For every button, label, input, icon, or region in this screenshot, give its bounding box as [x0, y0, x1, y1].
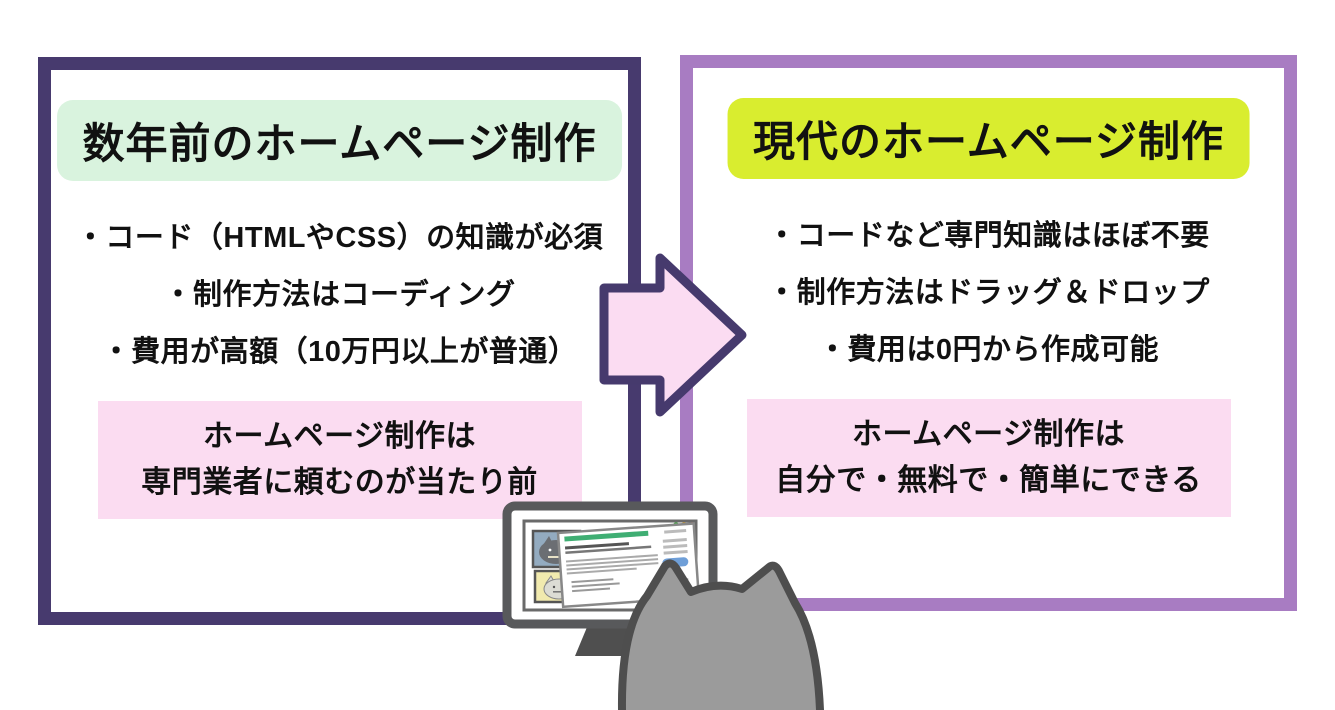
- bullet-item: ・制作方法はコーディング: [163, 279, 516, 311]
- conclusion-line: ホームページ制作は: [852, 418, 1125, 451]
- bullet-item: ・費用が高額（10万円以上が普通）: [101, 336, 578, 368]
- panel-present-conclusion: ホームページ制作は 自分で・無料で・簡単にできる: [746, 399, 1231, 517]
- bullet-item: ・コード（HTMLやCSS）の知識が必須: [75, 222, 604, 254]
- conclusion-line-strong: 自分で・無料で・簡単にできる: [775, 464, 1202, 497]
- panel-past-title: 数年前のホームページ制作: [56, 100, 623, 181]
- arrow-right-icon: [599, 253, 747, 417]
- conclusion-line: 専門業者に頼むのが当たり前: [141, 466, 538, 499]
- panel-present: 現代のホームページ制作 ・コードなど専門知識はほぼ不要 ・制作方法はドラッグ＆ド…: [680, 55, 1297, 611]
- panel-present-bullets: ・コードなど専門知識はほぼ不要 ・制作方法はドラッグ＆ドロップ ・費用は0円から…: [693, 208, 1284, 379]
- bullet-item: ・費用は0円から作成可能: [817, 334, 1160, 366]
- panel-past-conclusion: ホームページ制作は 専門業者に頼むのが当たり前: [97, 401, 582, 519]
- bullet-item: ・制作方法はドラッグ＆ドロップ: [767, 277, 1210, 309]
- panel-present-title: 現代のホームページ制作: [727, 98, 1250, 179]
- cat-back-view-illustration: [617, 559, 824, 710]
- conclusion-line: ホームページ制作は: [203, 420, 476, 453]
- bullet-item: ・コードなど専門知識はほぼ不要: [767, 220, 1210, 252]
- panel-past-bullets: ・コード（HTMLやCSS）の知識が必須 ・制作方法はコーディング ・費用が高額…: [51, 210, 628, 381]
- panel-past: 数年前のホームページ制作 ・コード（HTMLやCSS）の知識が必須 ・制作方法は…: [38, 57, 641, 625]
- monitor-cat-illustration: [502, 501, 824, 710]
